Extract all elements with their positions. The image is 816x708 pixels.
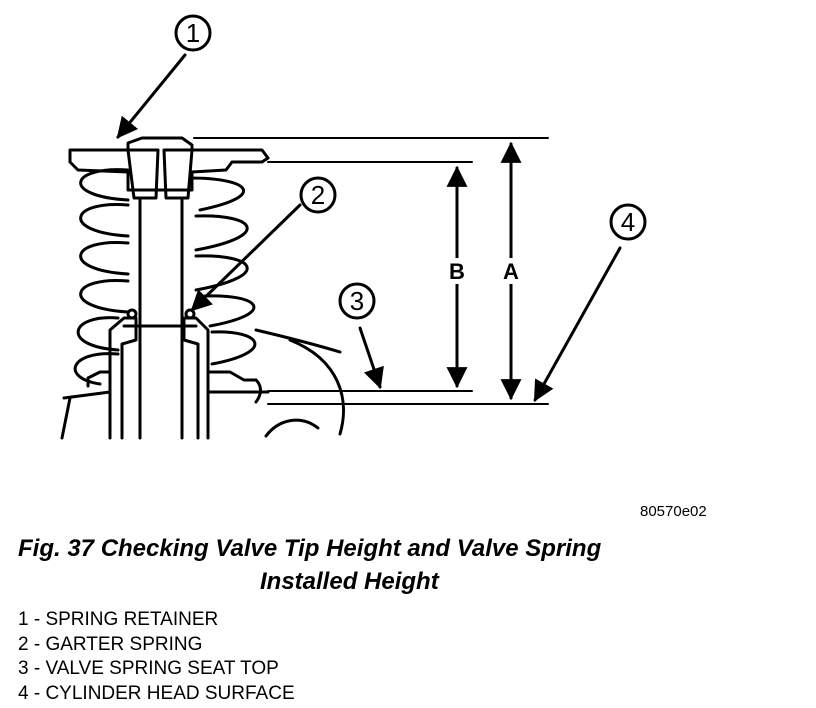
caption-line-1: Fig. 37 Checking Valve Tip Height and Va… bbox=[18, 535, 602, 562]
callout-3-circle bbox=[338, 282, 376, 320]
callout-2-circle bbox=[299, 176, 337, 214]
cylinder-head bbox=[60, 328, 345, 440]
valve-stem bbox=[138, 196, 184, 440]
callout-1-circle bbox=[174, 14, 212, 52]
legend-item: 3 - VALVE SPRING SEAT TOP bbox=[18, 658, 279, 679]
spring-retainer bbox=[68, 136, 270, 192]
valve-guide-seal bbox=[108, 308, 210, 440]
callout-4-circle bbox=[609, 203, 647, 241]
figure-code: 80570e02 bbox=[640, 503, 707, 520]
valve-diagram: 1 2 3 4 B A bbox=[60, 14, 647, 440]
figure-caption: Fig. 37 Checking Valve Tip Height and Va… bbox=[18, 532, 738, 598]
callout-3-leader bbox=[358, 326, 384, 389]
dimension-b-label: B bbox=[449, 259, 465, 284]
valve-keepers bbox=[126, 148, 194, 200]
callout-1-leader bbox=[116, 53, 187, 139]
callout-4-leader bbox=[533, 246, 622, 402]
callout-1-number: 1 bbox=[186, 18, 200, 48]
legend-item: 1 - SPRING RETAINER bbox=[18, 609, 219, 630]
callout-2-leader bbox=[190, 203, 302, 312]
callout-4-number: 4 bbox=[621, 207, 635, 237]
dimension-a-label: A bbox=[503, 259, 519, 284]
legend-list: 1 - SPRING RETAINER 2 - GARTER SPRING 3 … bbox=[18, 608, 295, 706]
callout-2-number: 2 bbox=[311, 180, 325, 210]
legend-item: 2 - GARTER SPRING bbox=[18, 633, 203, 655]
caption-line-2: Installed Height bbox=[260, 568, 439, 595]
callout-3-number: 3 bbox=[350, 286, 364, 316]
spring-coils bbox=[73, 168, 257, 386]
legend-item: 4 - CYLINDER HEAD SURFACE bbox=[18, 682, 295, 704]
spring-seat bbox=[62, 370, 270, 400]
